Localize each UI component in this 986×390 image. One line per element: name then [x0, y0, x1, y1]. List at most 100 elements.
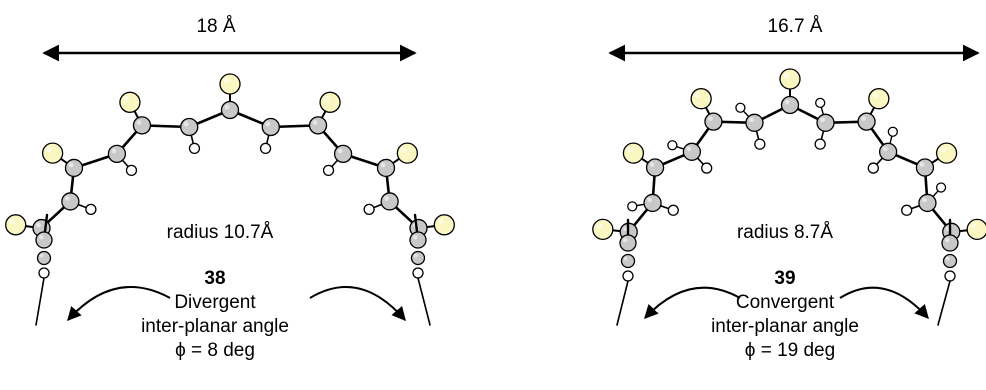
hydrogen-atom-highlight [870, 164, 873, 168]
hydrogen-atom-highlight [703, 164, 707, 168]
phi-label-38: ϕ = 8 deg [175, 340, 255, 361]
carbon-atom-highlight [136, 120, 142, 125]
hydrogen-atom [867, 162, 879, 174]
hydrogen-atom-highlight [325, 167, 329, 171]
carbon-atom-highlight [68, 162, 74, 168]
carbon-atom [941, 234, 959, 252]
angle-label-39: inter-planar angle [711, 316, 859, 337]
sulfur-atom [966, 218, 986, 241]
hydrogen-atom [363, 203, 375, 215]
hydrogen-atom-highlight [365, 206, 369, 209]
carbon-atom [857, 112, 876, 131]
carbon-atom-highlight [65, 196, 70, 201]
hydrogen-atom-highlight [128, 167, 132, 171]
carbon-atom-highlight [412, 234, 418, 240]
sulfur-atom [319, 91, 341, 113]
sulfur-atom [396, 142, 419, 164]
carbon-atom [308, 116, 328, 135]
carbon-atom [376, 158, 396, 178]
carbon-atom [682, 142, 702, 161]
radius-label-38: radius 10.7Å [166, 222, 274, 243]
angle-arrow-39-left [644, 286, 741, 320]
sulfur-atom [592, 218, 614, 241]
carbon-atom [410, 250, 426, 266]
carbon-atom-highlight [649, 162, 655, 167]
compound-number-38: 38 [204, 268, 226, 289]
sulfur-atom [41, 142, 64, 164]
hydrogen-atom [667, 140, 678, 151]
sulfur-atom-highlight [872, 92, 879, 99]
carbon-atom-highlight [708, 116, 713, 122]
hydrogen-atom [701, 162, 713, 174]
carbon-atom-highlight [312, 120, 318, 125]
hydrogen-atom-highlight [262, 145, 266, 149]
molecule-38 [5, 73, 455, 326]
sulfur-atom [690, 88, 712, 110]
carbon-atom [36, 250, 52, 266]
carbon-atom [380, 192, 399, 211]
hydrogen-atom [627, 201, 638, 212]
hydrogen-atom [901, 204, 913, 216]
hydrogen-atom [814, 138, 826, 150]
hydrogen-atom-highlight [624, 272, 628, 276]
width-label-39: 16.7 Å [767, 16, 823, 37]
sulfur-atom [935, 142, 958, 164]
hydrogen-atom [188, 142, 201, 155]
carbon-atom-highlight [183, 121, 189, 127]
hydrogen-atom-highlight [756, 140, 760, 144]
hydrogen-atom [322, 164, 335, 177]
sulfur-atom-highlight [223, 77, 230, 84]
sulfur-atom [868, 88, 890, 110]
plane-line [417, 277, 431, 326]
angle-arrow-38-left [67, 286, 171, 322]
hydrogen-atom-highlight [817, 140, 820, 144]
carbon-atom [915, 158, 935, 177]
carbon-atom-highlight [38, 234, 44, 240]
angle-arrow-38-right [309, 286, 406, 322]
hydrogen-atom [735, 102, 746, 113]
carbon-atom [643, 193, 662, 213]
carbon-atom [816, 113, 835, 132]
carbon-atom [878, 142, 898, 161]
compound-number-39: 39 [774, 268, 796, 289]
carbon-atom-highlight [622, 237, 628, 243]
hydrogen-atom-highlight [87, 206, 91, 209]
carbon-atom [942, 253, 958, 269]
angle-arrow-39-right [839, 286, 929, 320]
carbon-atom-highlight [111, 148, 117, 154]
hydrogen-atom-highlight [903, 207, 907, 210]
sulfur-atom-highlight [783, 72, 790, 79]
carbon-atom-highlight [919, 162, 925, 167]
carbon-atom [261, 117, 280, 137]
carbon-atom [107, 144, 127, 164]
sulfur-atom-highlight [437, 218, 444, 225]
hydrogen-atom-highlight [414, 269, 418, 273]
carbon-atom [220, 100, 240, 120]
hydrogen-atom-highlight [629, 203, 632, 207]
radius-label-39: radius 8.7Å [736, 222, 834, 243]
hydrogen-atom [622, 270, 634, 282]
hydrogen-atom [38, 267, 50, 279]
hydrogen-atom-highlight [670, 207, 673, 210]
hydrogen-atom [125, 164, 138, 177]
sulfur-atom [219, 73, 241, 95]
carbon-atom [409, 231, 427, 249]
sulfur-atom-highlight [46, 146, 52, 153]
carbon-atom-highlight [36, 222, 41, 228]
carbon-atom [180, 117, 199, 137]
type-label-39: Convergent [735, 292, 835, 313]
carbon-atom-highlight [623, 256, 628, 261]
hydrogen-atom [815, 97, 826, 109]
sulfur-atom-highlight [940, 146, 946, 153]
sulfur-atom-highlight [627, 146, 633, 153]
hydrogen-atom [944, 270, 956, 282]
hydrogen-atom-highlight [890, 128, 893, 132]
hydrogen-atom [935, 182, 947, 193]
sulfur-atom-highlight [123, 96, 130, 102]
carbon-atom [645, 158, 665, 177]
hydrogen-atom-highlight [669, 142, 673, 145]
carbon-atom-highlight [39, 253, 44, 258]
hydrogen-atom [259, 142, 272, 155]
carbon-atom-highlight [413, 253, 418, 258]
